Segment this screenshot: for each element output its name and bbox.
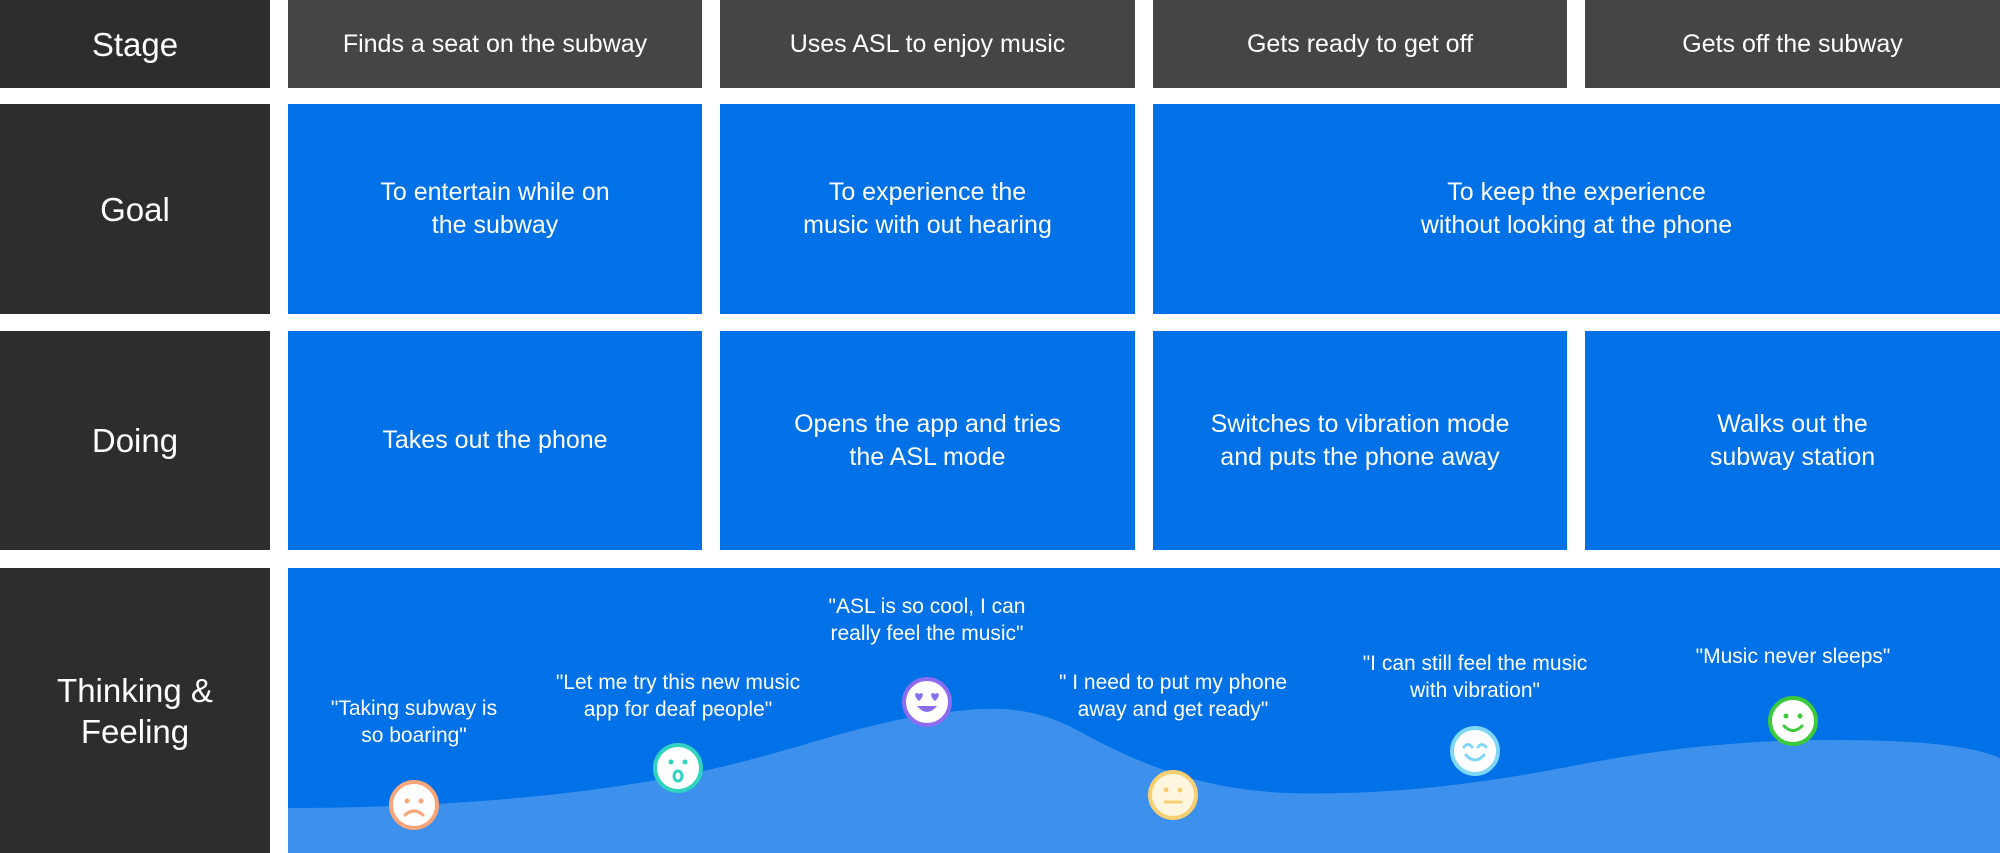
- thought-quote: "Taking subway is so boaring": [330, 697, 498, 747]
- row-label-thinking-feeling: Thinking & Feeling: [0, 568, 270, 853]
- smile-face-icon: [1768, 696, 1818, 746]
- thought-quote: "Music never sleeps": [1695, 645, 1891, 668]
- goal-cell: To keep the experience without looking a…: [1153, 104, 2000, 314]
- row-label-stage: Stage: [0, 0, 270, 88]
- doing-cell: Walks out the subway station: [1585, 331, 2000, 550]
- surprised-face-icon: [653, 743, 703, 793]
- doing-cell: Opens the app and tries the ASL mode: [720, 331, 1135, 550]
- emotion-curve: [288, 708, 2000, 853]
- thought-quote: "ASL is so cool, I can really feel the m…: [828, 595, 1026, 645]
- stage-cell: Gets off the subway: [1585, 0, 2000, 88]
- thought-quote: "Let me try this new music app for deaf …: [555, 671, 801, 721]
- thought-quote: " I need to put my phone away and get re…: [1058, 671, 1288, 721]
- doing-cell: Takes out the phone: [288, 331, 702, 550]
- stage-cell: Gets ready to get off: [1153, 0, 1567, 88]
- goal-cell: To entertain while on the subway: [288, 104, 702, 314]
- neutral-face-icon: [1148, 770, 1198, 820]
- doing-cell: Switches to vibration mode and puts the …: [1153, 331, 1567, 550]
- sad-face-icon: [389, 780, 439, 830]
- thinking-feeling-panel: "Taking subway is so boaring" "Let me tr…: [288, 568, 2000, 853]
- happy-squint-face-icon: [1450, 726, 1500, 776]
- heart-eyes-face-icon: [902, 677, 952, 727]
- row-label-doing: Doing: [0, 331, 270, 550]
- stage-cell: Finds a seat on the subway: [288, 0, 702, 88]
- row-label-goal: Goal: [0, 104, 270, 314]
- goal-cell: To experience the music with out hearing: [720, 104, 1135, 314]
- stage-cell: Uses ASL to enjoy music: [720, 0, 1135, 88]
- thought-quote: "I can still feel the music with vibrati…: [1362, 652, 1588, 702]
